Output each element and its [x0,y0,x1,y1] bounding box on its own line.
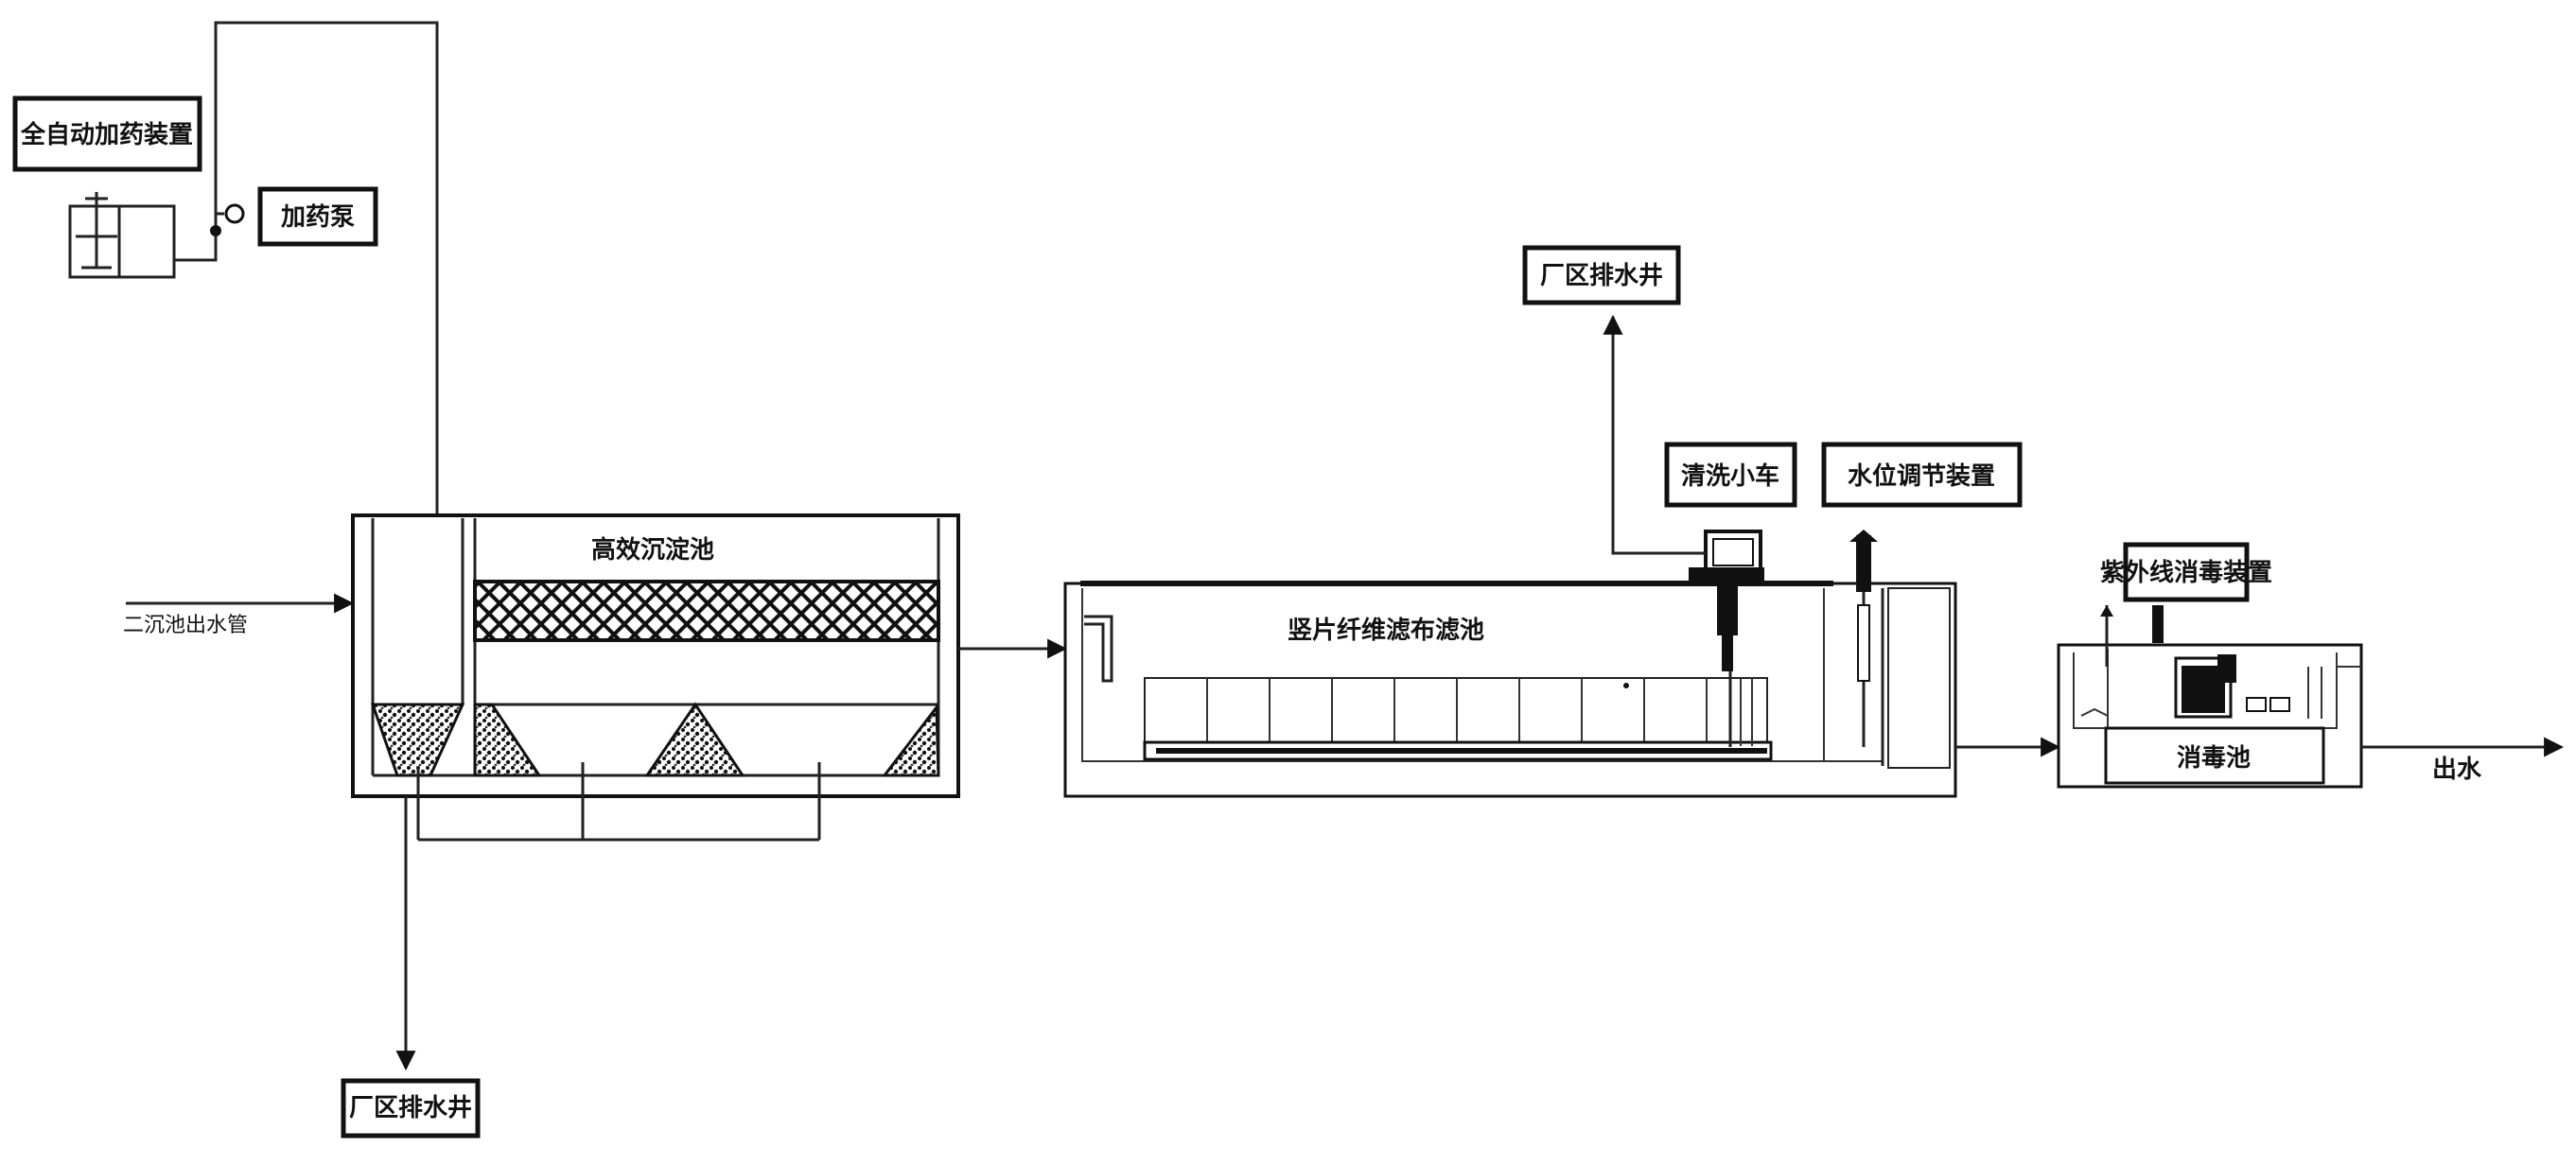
dosing-system: 全自动加药装置 加药泵 [12,21,439,579]
high-density-sedimentation-tank-label: 高效沉淀池 [591,535,714,565]
cleaning-cart-label: 清洗小车 [1681,461,1779,491]
pump-icon [210,203,245,236]
drain-well-top-box [1522,245,1681,305]
secondary-clarifier-effluent-label: 二沉池出水管 [123,614,248,637]
filter-disc-panels [1206,678,1708,746]
filter-tank-label: 竖片纤维滤布滤池 [1288,616,1484,645]
drain-well-bottom-box [341,1078,481,1139]
dosing-pump-box [257,186,378,247]
drain-well-bottom-label: 厂区排水井 [349,1094,472,1122]
high-density-sedimentation-tank: 高效沉淀池 [351,513,960,798]
disinfection-tank-label: 消毒池 [2177,744,2251,773]
dosing-pipe [174,21,439,579]
dosing-pump-label: 加药泵 [281,203,355,232]
uv-disinfection-device-box [2123,542,2250,602]
auto-dosing-device-label: 全自动加药装置 [20,120,193,149]
auto-dosing-device-box [12,96,202,172]
fiber-cloth-filter-tank: 竖片纤维滤布滤池 [1063,581,1957,798]
drain-well-top-label: 厂区排水井 [1540,262,1663,290]
effluent-label: 出水 [2432,756,2482,784]
cleaning-cart-box [1664,442,1797,508]
cleaning-cart-icon [1689,530,1764,747]
uv-disinfection-device-label: 紫外线消毒装置 [2100,559,2272,587]
inlet: 二沉池出水管 [123,593,355,637]
dosing-tank-icon [68,192,176,279]
level-control-device-label: 水位调节装置 [1848,461,1995,491]
level-control-device-box [1821,442,2023,508]
sludge-discharge-pipes: 厂区排水井 [341,762,821,1139]
cleaning-drain-pipe [1603,314,1706,555]
uv-lamp-icon [2100,605,2290,719]
level-valve-icon [1849,530,1878,747]
